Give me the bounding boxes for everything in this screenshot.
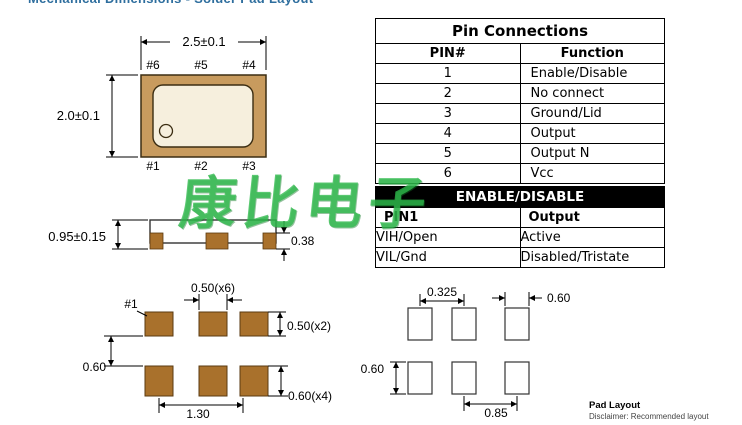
pin-label-3: #3	[242, 159, 256, 173]
pad	[504, 361, 530, 395]
side-pad-left	[149, 232, 164, 250]
pin-label-1: #1	[146, 159, 160, 173]
dim-pad-width-label: 0.50(x6)	[191, 281, 235, 295]
table-row: 4 Output	[375, 123, 665, 144]
table-row: 3 Ground/Lid	[375, 103, 665, 124]
dim-pad-height-bottom-label: 0.60(x4)	[288, 389, 332, 403]
dim-side-height-label: 0.95±0.15	[48, 229, 106, 244]
enable-disable-title: ENABLE/DISABLE	[375, 186, 665, 208]
table-row: 2 No connect	[375, 83, 665, 104]
page-title: Mechanical Dimensions - Solder Pad Layou…	[28, 0, 313, 6]
dim-pitch2-label: 0.85	[484, 406, 508, 420]
pad-layout-copper: #1 0.50(x6) 0.50(x2) 0.60 1.30 0.60(x4)	[83, 281, 332, 421]
pin-label-4: #4	[242, 58, 256, 72]
pin-number-column-header: PIN#	[375, 43, 521, 64]
pin-number-cell: 2	[375, 83, 521, 104]
enable-disable-table: ENABLE/DISABLE PIN1 Output VIH/Open Acti…	[375, 186, 665, 268]
pad	[239, 365, 269, 397]
dim-height-label: 2.0±0.1	[57, 108, 100, 123]
pin-label-2: #2	[194, 159, 208, 173]
pin-connections-table: Pin Connections PIN# Function 1 Enable/D…	[375, 18, 665, 184]
output-state-cell: Disabled/Tristate	[519, 247, 665, 268]
dim-col-gap-label: 0.325	[427, 285, 457, 299]
dim-pad-thickness-label: 0.38	[291, 234, 315, 248]
dim-pitch-label: 1.30	[186, 407, 210, 421]
pad	[504, 307, 530, 341]
side-pad-middle	[205, 232, 229, 250]
pin-state-cell: VIH/Open	[375, 227, 521, 248]
pin-number-cell: 1	[375, 63, 521, 84]
pad	[198, 365, 228, 397]
pad	[451, 307, 477, 341]
pin-number-cell: 4	[375, 123, 521, 144]
table-row: 5 Output N	[375, 143, 665, 164]
dim-pad-width2-label: 0.60	[547, 291, 571, 305]
table-row: 1 Enable/Disable	[375, 63, 665, 84]
function-column-header: Function	[519, 43, 665, 64]
disclaimer-text: Disclaimer: Recommended layout	[589, 412, 709, 421]
pin-label-5: #5	[194, 58, 208, 72]
table-row: 6 Vcc	[375, 163, 665, 184]
package-top-view: 2.5±0.1 #6 #5 #4 #1 #2 #3 2.0±0.1	[57, 34, 267, 173]
pad	[144, 311, 174, 337]
pad	[239, 311, 269, 337]
pin-function-cell: Output N	[519, 143, 665, 164]
pin1-indicator-dot	[158, 123, 174, 139]
pad	[407, 361, 433, 395]
pad	[144, 365, 174, 397]
pin-number-cell: 6	[375, 163, 521, 184]
pin-number-cell: 5	[375, 143, 521, 164]
pin-state-cell: VIL/Gnd	[375, 247, 521, 268]
pin1-column-header: PIN1	[375, 207, 521, 228]
pin-function-cell: Ground/Lid	[519, 103, 665, 124]
dim-pad-height-top-label: 0.50(x2)	[287, 319, 331, 333]
pin-function-cell: Output	[519, 123, 665, 144]
pin-function-cell: No connect	[519, 83, 665, 104]
pin-label-6: #6	[146, 58, 160, 72]
package-lid	[152, 84, 254, 148]
package-side-view: 0.95±0.15 0.38	[48, 219, 315, 261]
dim-width-label: 2.5±0.1	[182, 34, 225, 49]
output-column-header: Output	[519, 207, 665, 228]
side-pad-right	[262, 232, 277, 250]
dim-pad-height2-label: 0.60	[361, 362, 385, 376]
output-state-cell: Active	[519, 227, 665, 248]
table-row: VIL/Gnd Disabled/Tristate	[375, 247, 665, 268]
pad-layout-outline: 0.325 0.60 0.60 0.85	[361, 285, 571, 420]
pad-layout-caption: Pad Layout	[589, 400, 641, 411]
pin-connections-title: Pin Connections	[375, 18, 665, 44]
pin-function-cell: Enable/Disable	[519, 63, 665, 84]
pad	[198, 311, 228, 337]
pad	[407, 307, 433, 341]
pin-function-cell: Vcc	[519, 163, 665, 184]
dim-row-gap-label: 0.60	[83, 360, 107, 374]
pad-pin1-label: #1	[124, 297, 138, 311]
table-row: VIH/Open Active	[375, 227, 665, 248]
pin-number-cell: 3	[375, 103, 521, 124]
pad	[451, 361, 477, 395]
